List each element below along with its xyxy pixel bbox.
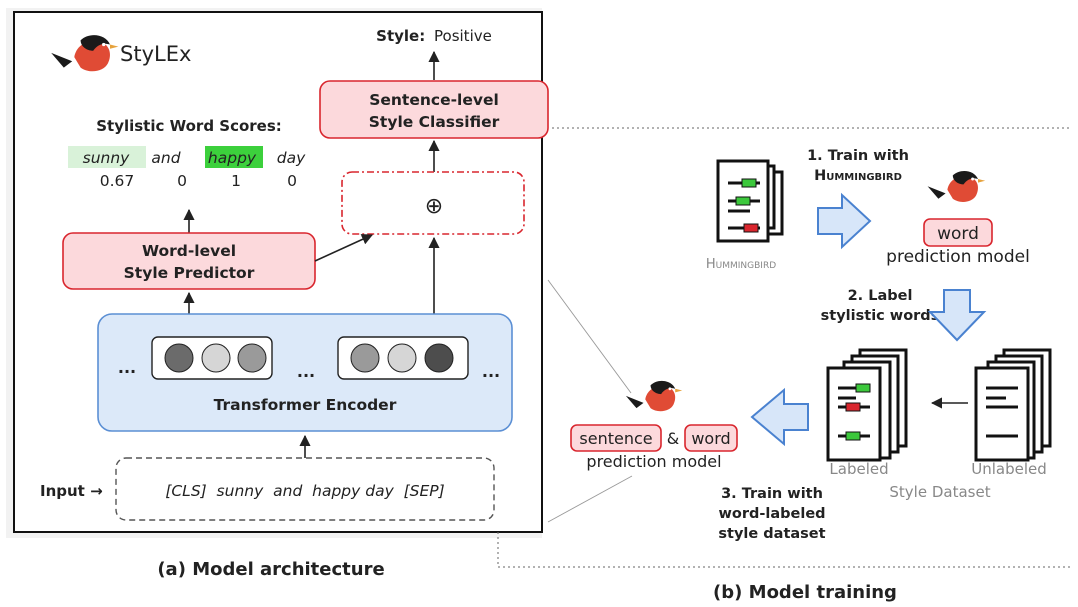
caption-architecture: (a) Model architecture xyxy=(157,559,384,580)
sentence-classifier-line2: Style Classifier xyxy=(369,113,500,131)
input-box xyxy=(115,457,495,521)
bird-icon xyxy=(625,380,683,412)
hollow-arrow-icon xyxy=(817,192,872,250)
hollow-arrow-icon xyxy=(750,387,809,447)
style-output-label: Style: xyxy=(376,27,425,45)
word-chip-label: word xyxy=(691,429,730,448)
word-model-label: prediction model xyxy=(886,247,1030,267)
ellipsis: ... xyxy=(482,362,500,381)
word-chip xyxy=(923,218,993,247)
unlabeled-documents xyxy=(974,348,1052,462)
bird-icon xyxy=(927,170,986,202)
stylex-logo: StyLEx xyxy=(51,35,191,72)
joint-model-label: prediction model xyxy=(586,452,721,471)
word-token: and xyxy=(151,149,180,167)
word-token: day xyxy=(277,149,306,167)
word-score: 0 xyxy=(287,172,297,190)
ampersand: & xyxy=(667,429,679,448)
caption-training: (b) Model training xyxy=(713,582,897,603)
dataset-label: Style Dataset xyxy=(889,483,990,501)
word-scores-title: Stylistic Word Scores: xyxy=(96,117,282,135)
unlabeled-label: Unlabeled xyxy=(971,460,1047,478)
sentence-classifier-line1: Sentence-level xyxy=(369,91,499,109)
step1-line1: 1. Train with xyxy=(807,148,909,164)
step3-line3: style dataset xyxy=(718,526,825,542)
style-output: Style: Positive xyxy=(376,27,492,45)
hollow-arrow-icon xyxy=(927,289,987,342)
style-output-value: Positive xyxy=(434,27,492,45)
word-token: happy xyxy=(208,149,257,167)
hummingbird-documents xyxy=(716,159,784,243)
word-chip xyxy=(684,424,738,452)
circle-plus-icon: ⊕ xyxy=(425,194,443,219)
word-score: 0 xyxy=(177,172,187,190)
sentence-classifier-box xyxy=(319,80,549,139)
word-token: sunny xyxy=(83,149,131,167)
highlight-sunny xyxy=(68,146,146,168)
word-predictor-line1: Word-level xyxy=(142,242,236,260)
ellipsis: ... xyxy=(297,362,315,381)
hummingbird-label: Hummingbird xyxy=(706,257,776,272)
word-predictor-line2: Style Predictor xyxy=(124,264,255,282)
step2-line1: 2. Label xyxy=(848,288,913,304)
combine-box xyxy=(341,171,525,235)
encoder-label: Transformer Encoder xyxy=(214,396,397,414)
sentence-chip-label: sentence xyxy=(579,429,652,448)
word-chip-label: word xyxy=(937,224,979,244)
step2-line2: stylistic words xyxy=(821,308,940,324)
input-tokens: [CLS] sunny and happy day [SEP] xyxy=(165,482,444,500)
step1-line2: Hummingbird xyxy=(814,168,902,184)
highlight-happy xyxy=(205,146,263,168)
step3-line2: word-labeled xyxy=(718,506,825,522)
sentence-chip xyxy=(570,424,662,452)
step3-line1: 3. Train with xyxy=(721,486,823,502)
word-score: 0.67 xyxy=(100,172,135,190)
labeled-documents xyxy=(826,348,908,462)
ellipsis: ... xyxy=(118,358,136,377)
labeled-label: Labeled xyxy=(829,460,888,478)
app-name: StyLEx xyxy=(120,42,191,66)
input-label: Input → xyxy=(40,482,103,500)
word-score: 1 xyxy=(231,172,241,190)
